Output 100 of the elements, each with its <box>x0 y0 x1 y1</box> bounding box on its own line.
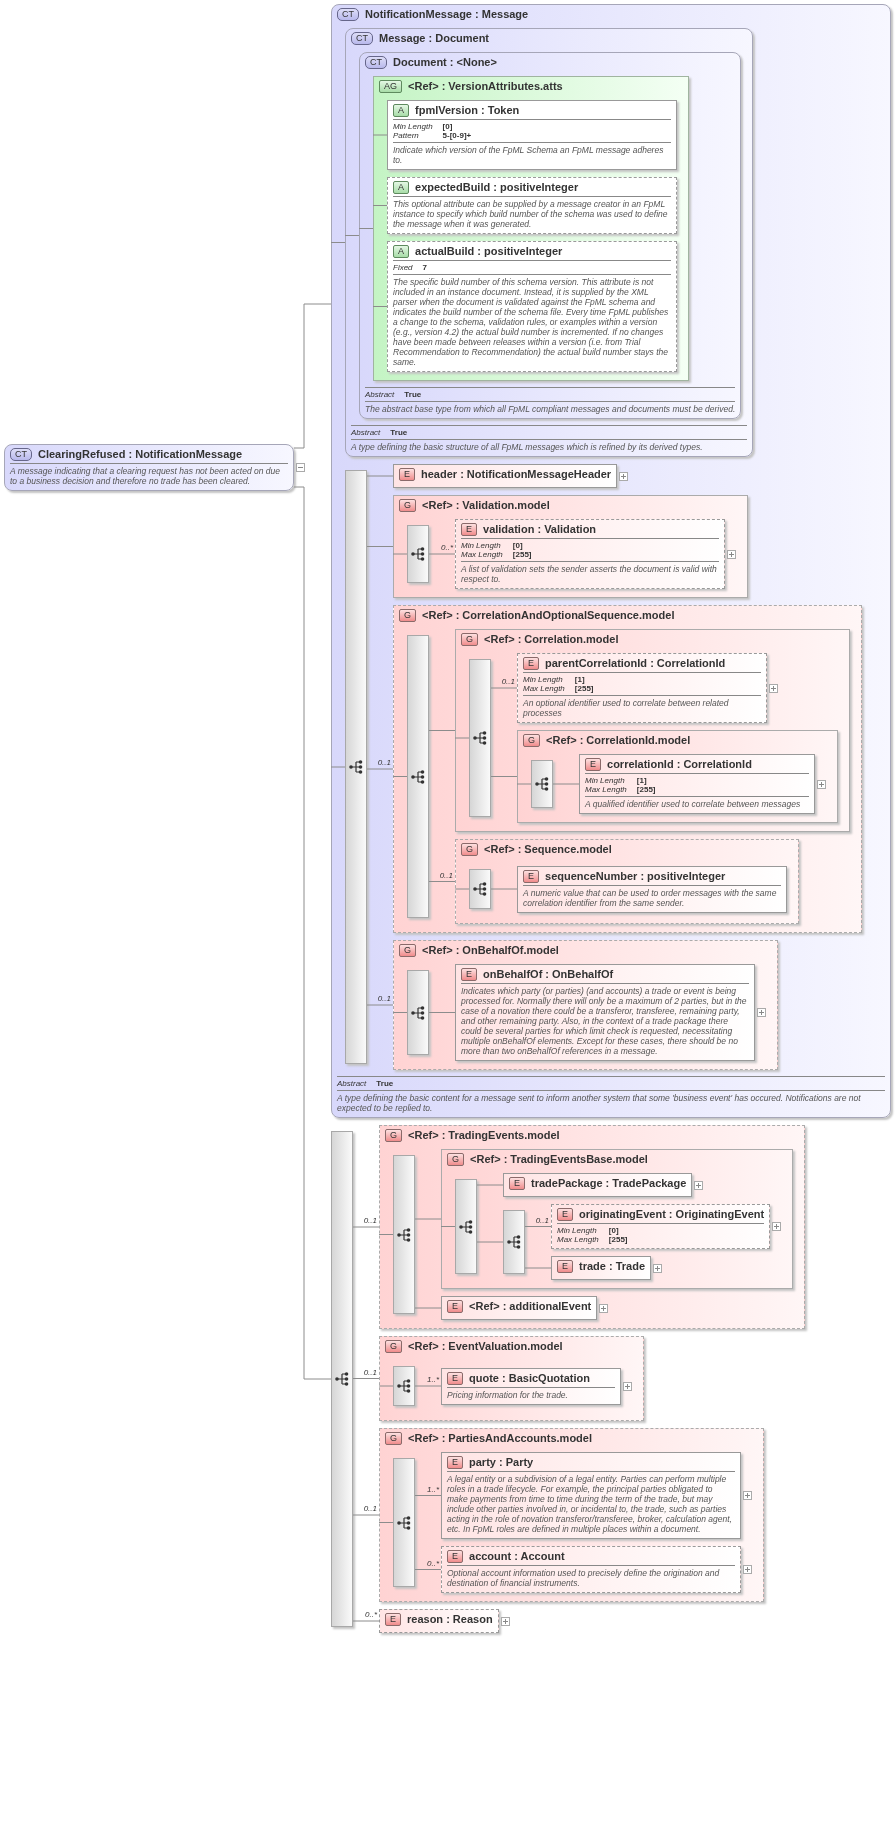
facet-name: Min Length <box>523 675 564 684</box>
type-name: <Ref> : TradingEventsBase.model <box>470 1153 648 1165</box>
type-name: fpmlVersion : Token <box>415 104 520 116</box>
multiplicity-label: 0..1 <box>377 758 391 767</box>
attribute-box <box>387 241 677 372</box>
type-badge: CT <box>351 32 373 45</box>
facet-name: Abstract <box>337 1079 367 1088</box>
type-badge: CT <box>10 448 32 461</box>
type-name: correlationId : CorrelationId <box>607 758 752 770</box>
description-text: Optional account information used to precisely define the origination and destination of financial instruments. <box>447 1565 735 1588</box>
type-name: originatingEvent : OriginatingEvent <box>579 1208 765 1220</box>
type-name: Document : <None> <box>393 56 497 68</box>
sequence-compositor <box>407 970 429 1055</box>
element-box <box>379 1609 499 1633</box>
connector-line <box>392 553 408 555</box>
connector-line <box>440 1226 456 1227</box>
type-badge: G <box>399 499 416 512</box>
element-box <box>441 1546 741 1593</box>
sequence-compositor <box>407 525 429 583</box>
type-name: <Ref> : CorrelationId.model <box>546 734 691 746</box>
connector-line <box>352 1514 380 1516</box>
description-text: A numeric value that can be used to order messages with the same correlation identifier from the same sender. <box>523 884 781 908</box>
model-group-panel <box>379 1336 644 1421</box>
connector-line <box>392 1012 408 1013</box>
sequence-compositor <box>455 1179 477 1274</box>
attribute-box <box>387 100 677 170</box>
facet-name: Max Length <box>523 684 565 693</box>
facet-name: Max Length <box>461 550 503 559</box>
type-badge: G <box>461 843 478 856</box>
element-box <box>579 754 815 814</box>
description-text: Indicates which party (or parties) (and accounts) a trade or event is being processed for. Normally there will only be a maximum of 2 parties, but in the case of a novation there could be a transferor, transferee, remaining party, and other remaining party. Also, in the context of a trade package there could be several parties for which limit check is requested, necessitating multiple onBehalfOf elements. Except for these cases, there should be no more than two onBehalfOf references in a message. <box>461 983 749 1056</box>
type-name: <Ref> : Correlation.model <box>484 633 619 645</box>
description-text: A type defining the basic structure of all FpML messages which is refined by its derived types. <box>351 439 748 452</box>
facet-name: Abstract <box>365 390 395 399</box>
model-group-panel <box>455 839 799 924</box>
description-text: A legal entity or a subdivision of a legal entity. Parties can perform multiple roles in a trade lifecycle. For example, the principal parties obligated to make payments from time to time during the term of the trade, but may include other parties involved in, or incidental to, the trade, such as parties acting in the role of novation transferor/transferee, broker, calculation agent, etc. In FpML roles are defined in multiple places within a document. <box>447 1471 735 1534</box>
element-box <box>551 1204 771 1249</box>
connector-line <box>366 475 394 477</box>
type-badge: G <box>399 944 416 957</box>
connector-line <box>476 1184 504 1186</box>
connector-line <box>366 1004 394 1006</box>
element-box <box>455 964 755 1061</box>
type-name: <Ref> : OnBehalfOf.model <box>422 944 559 956</box>
connector-line <box>524 1267 552 1269</box>
description-text: An optional identifier used to correlate between related processes <box>523 695 761 718</box>
multiplicity-label: 0..1 <box>363 1367 377 1377</box>
connector-line <box>372 205 388 206</box>
type-name: <Ref> : CorrelationAndOptionalSequence.model <box>422 609 675 621</box>
multiplicity-label: 0..* <box>365 1610 377 1619</box>
type-badge: E <box>461 523 477 536</box>
type-badge: E <box>523 657 539 670</box>
facet-value: [255] <box>574 684 595 693</box>
description-text: Pricing information for the trade. <box>447 1386 615 1400</box>
facet-value: [255] <box>608 1235 629 1244</box>
type-name: party : Party <box>469 1456 534 1468</box>
facet-name: Min Length <box>393 122 433 131</box>
complex-type-panel <box>331 4 891 1118</box>
connector-line <box>414 1569 442 1570</box>
connector-line <box>378 1234 394 1235</box>
facet-name: Pattern <box>393 131 420 140</box>
model-group-panel <box>393 605 862 933</box>
connector-line <box>366 768 394 770</box>
description-text: A message indicating that a clearing request has not been acted on due to a business decision and therefore no trade has been cleared. <box>10 463 288 486</box>
connector-line <box>414 1307 442 1309</box>
connector-line <box>524 1226 552 1227</box>
type-name: trade : Trade <box>579 1260 646 1272</box>
connector-line <box>428 730 456 731</box>
type-badge: A <box>393 181 409 194</box>
sequence-compositor <box>393 1155 415 1314</box>
type-name: <Ref> : EventValuation.model <box>408 1340 563 1352</box>
model-group-panel <box>441 1149 794 1289</box>
description-text: The specific build number of this schema version. This attribute is not included in an instance document. Instead, it is supplied by the XML parser when the document is validated against the FpML schema and indicates the build number of the schema file. Every time FpML publishes a change to the schema, validation rules, or examples within a version (e.g., version 4.2) the actual build number is incremented. If no changes have been made between releases within a version (i.e. from Trial Recommendation to Recommendation) the actual build number stays the same. <box>393 274 671 367</box>
type-name: reason : Reason <box>407 1613 493 1625</box>
sequence-compositor <box>393 1366 415 1406</box>
sequence-compositor <box>469 869 491 909</box>
facet-value: [255] <box>512 550 533 559</box>
element-box <box>517 865 787 913</box>
description-text: A type defining the basic content for a message sent to inform another system that some 'business event' has occured. Notifications are not expected to be replied to. <box>337 1090 885 1113</box>
type-badge: E <box>385 1613 401 1626</box>
type-badge: A <box>393 104 409 117</box>
connector-line <box>358 228 374 229</box>
type-badge: AG <box>379 80 402 93</box>
connector-line <box>490 888 518 890</box>
type-badge: E <box>557 1208 573 1221</box>
facet-value: True <box>376 1079 395 1088</box>
type-name: ClearingRefused : NotificationMessage <box>38 448 243 460</box>
type-name: <Ref> : Validation.model <box>422 499 550 511</box>
type-badge: E <box>585 758 601 771</box>
connector-line <box>490 687 518 689</box>
connector-line <box>516 783 532 785</box>
type-badge: E <box>523 869 539 883</box>
type-badge: G <box>399 609 416 622</box>
sequence-compositor <box>393 1458 415 1587</box>
description-text: A list of validation sets the sender asserts the document is valid with respect to. <box>461 561 719 584</box>
type-badge: E <box>447 1300 463 1313</box>
connector-line <box>414 1385 442 1387</box>
element-box <box>517 653 767 723</box>
multiplicity-label: 0..* <box>441 543 453 552</box>
facet-name: Max Length <box>585 785 627 794</box>
type-badge: E <box>461 968 477 981</box>
